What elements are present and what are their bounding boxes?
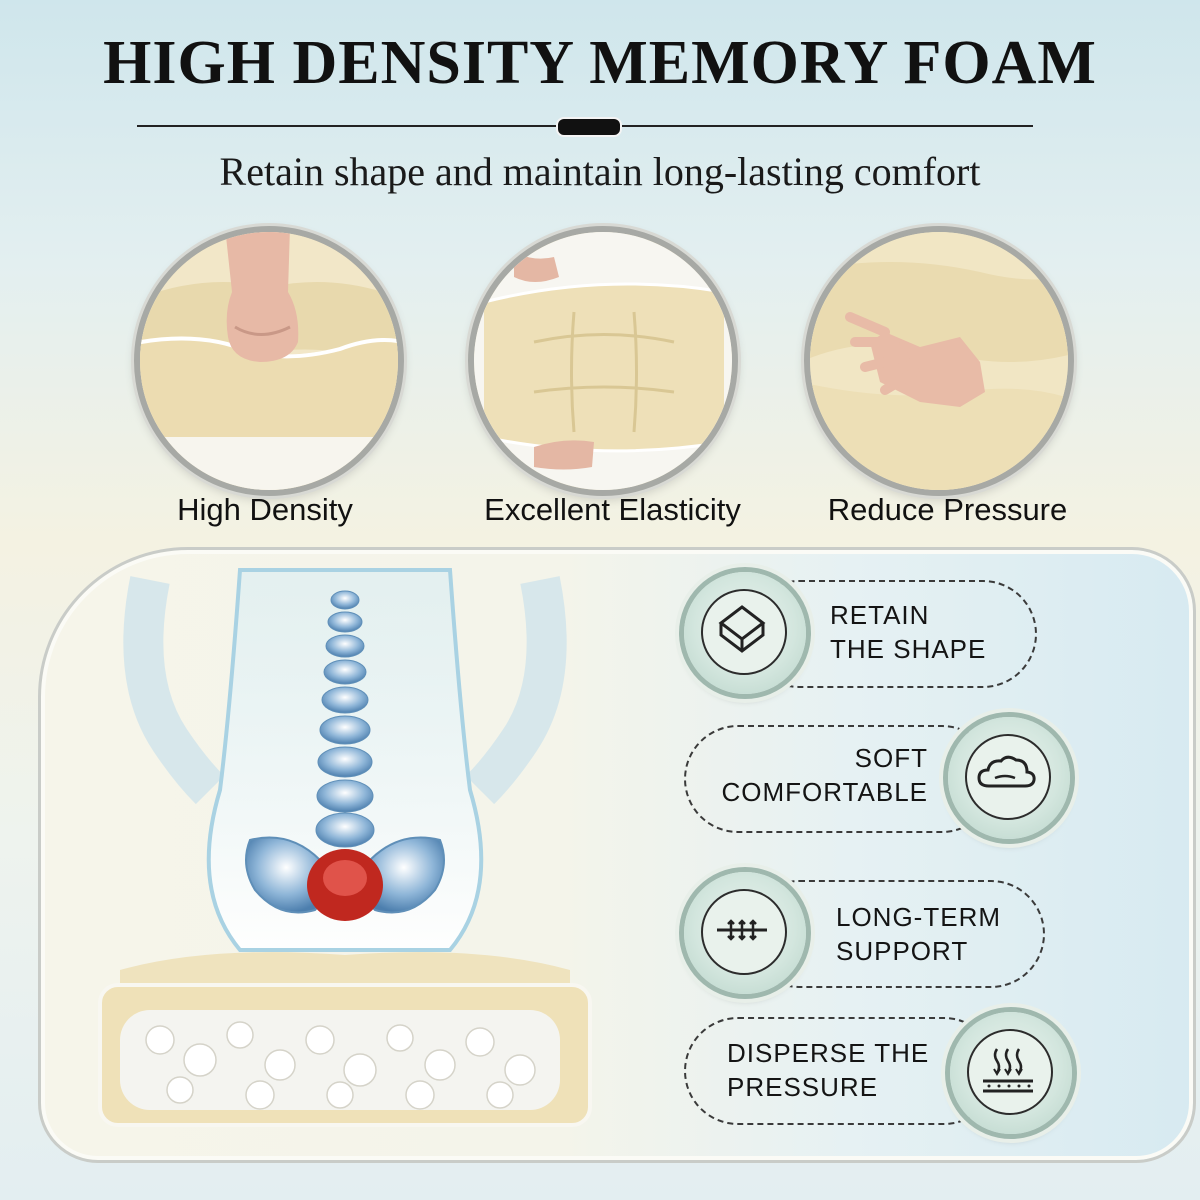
feature-line: LONG-TERM [836,902,1001,932]
feature-line: THE SHAPE [830,634,987,664]
feature-retain-shape-badge [684,572,806,694]
page-subtitle: Retain shape and maintain long-lasting c… [219,149,981,194]
feature-soft-comfortable-text: SOFT COMFORTABLE [700,741,928,809]
feature-line: SOFT [854,743,928,773]
high-density-label: High Density [177,492,353,527]
layer-box-icon [718,605,766,653]
divider-ornament [556,117,622,137]
feature-soft-comfortable-badge [948,717,1070,839]
feature-long-term-support-badge [684,872,806,994]
feature-line: RETAIN [830,600,930,630]
reduce-pressure-photo [804,226,1074,496]
cloud-icon [977,755,1036,788]
heat-disperse-icon [983,1048,1033,1093]
support-arrows-icon [717,919,767,941]
feature-line: PRESSURE [727,1072,879,1102]
feature-disperse-pressure-badge [950,1012,1072,1134]
excellent-elasticity-label: Excellent Elasticity [484,492,741,527]
feature-line: COMFORTABLE [721,777,928,807]
excellent-elasticity-photo [468,226,738,496]
feature-line: DISPERSE THE [727,1038,930,1068]
spine-cushion-illustration [98,568,592,1127]
high-density-photo [134,226,404,496]
reduce-pressure-label: Reduce Pressure [827,492,1068,527]
page-title: HIGH DENSITY MEMORY FOAM [103,29,1097,97]
feature-disperse-pressure-text: DISPERSE THE PRESSURE [727,1036,929,1104]
feature-long-term-support-text: LONG-TERM SUPPORT [836,900,1001,968]
feature-retain-shape-text: RETAIN THE SHAPE [830,598,986,666]
feature-line: SUPPORT [836,936,969,966]
